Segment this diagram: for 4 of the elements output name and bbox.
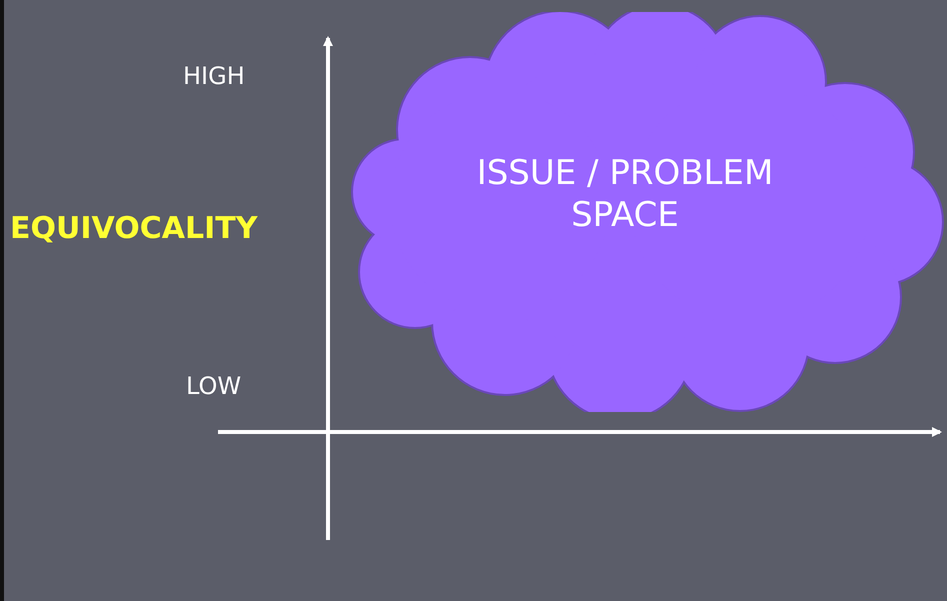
- axis-tick-label: LOW: [186, 372, 242, 400]
- axis-tick-label: HIGH: [183, 62, 245, 90]
- cloud-label: ISSUE / PROBLEM SPACE: [476, 152, 774, 236]
- axis-title: EQUIVOCALITY: [10, 211, 258, 246]
